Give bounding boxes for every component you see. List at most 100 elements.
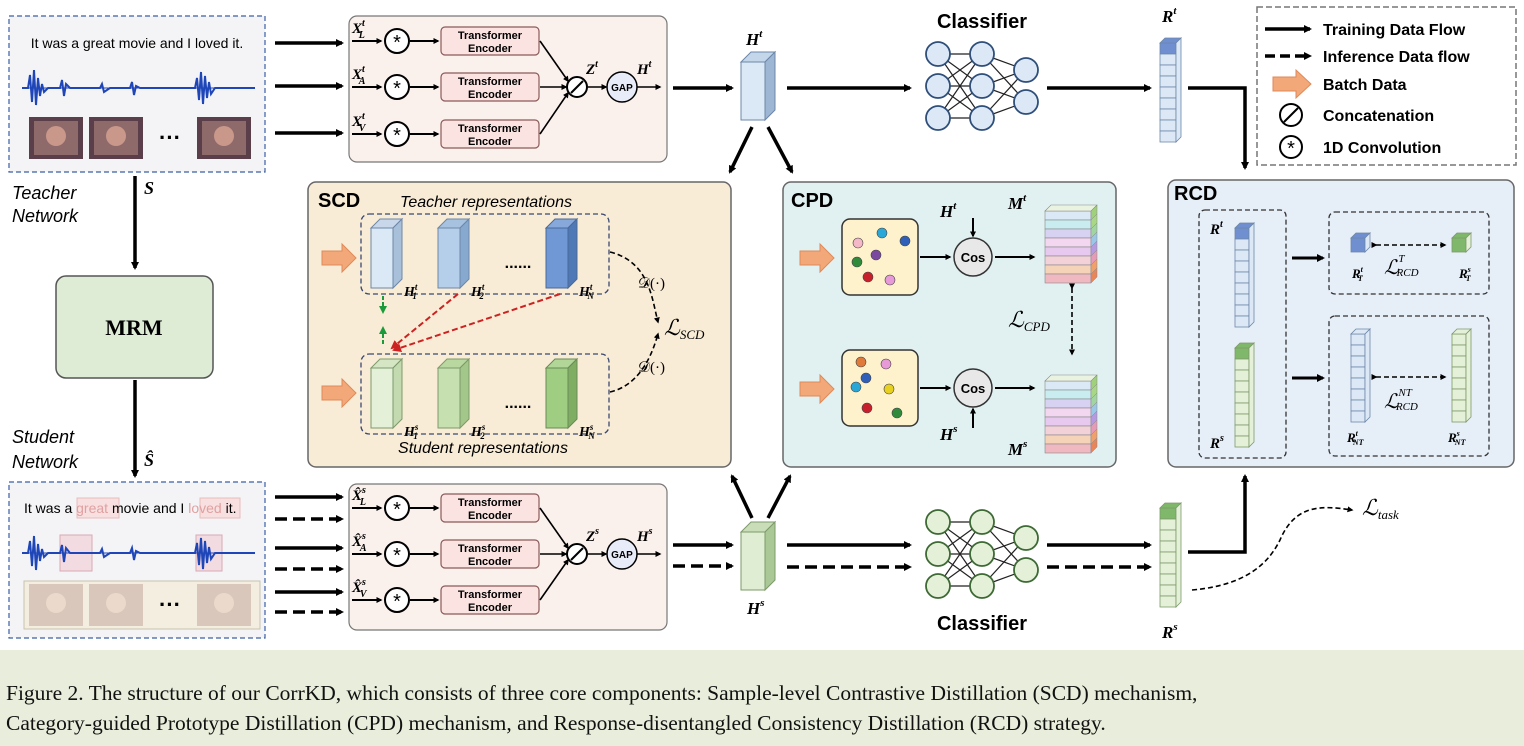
student-network-label-2: Network xyxy=(12,452,79,472)
vector-cell xyxy=(1234,249,1250,262)
z-feature-label: Zs xyxy=(585,526,599,545)
conv-icon xyxy=(384,587,410,613)
vector-cell xyxy=(1350,355,1366,368)
vector-cell xyxy=(1159,75,1177,88)
prototype-row xyxy=(1044,255,1092,266)
sample-dot xyxy=(850,381,862,393)
vector-cell xyxy=(1451,333,1467,346)
scd-negative-arrow-2 xyxy=(392,293,561,353)
vector-cell xyxy=(1159,540,1177,553)
neuron xyxy=(969,509,995,535)
scd-teacher-repr-label: Teacher representations xyxy=(400,194,572,211)
cpd-mt-label: Mt xyxy=(1007,192,1027,213)
prototype-row xyxy=(1044,246,1092,257)
vector-cell xyxy=(1234,304,1250,317)
vector-cell xyxy=(1234,424,1250,437)
prototype-row xyxy=(1044,398,1092,409)
student-network-label-1: Student xyxy=(12,427,75,447)
caption-line-1: Figure 2. The structure of our CorrKD, w… xyxy=(6,681,1198,705)
cpd-student-batch-arrow xyxy=(799,373,835,405)
scd-student-distance-arrow xyxy=(609,332,660,393)
svg-text:*: * xyxy=(393,78,401,100)
cpd-teacher-cos-node xyxy=(953,237,993,277)
vector-cell xyxy=(1451,399,1467,412)
svg-text:*: * xyxy=(393,32,401,54)
teacher-frames-ellipsis: ··· xyxy=(159,125,181,150)
vector-cell xyxy=(1350,237,1366,253)
sample-dot xyxy=(852,237,864,249)
transformer-encoder-box xyxy=(440,119,540,149)
rcd-rs-label: Rs xyxy=(1209,433,1224,452)
prototype-row xyxy=(1044,219,1092,230)
neuron xyxy=(969,573,995,599)
student-s-hat-label: Ŝ xyxy=(144,449,154,470)
neuron xyxy=(925,105,951,131)
neuron xyxy=(1013,525,1039,551)
prototype-row xyxy=(1044,210,1092,221)
sample-dot xyxy=(876,227,888,239)
vector-cell xyxy=(1159,86,1177,99)
scd-student-repr-label: Student representations xyxy=(398,440,568,457)
cpd-title: CPD xyxy=(791,190,833,212)
vector-cell xyxy=(1234,435,1250,448)
svg-text:*: * xyxy=(393,545,401,567)
representation-cube xyxy=(545,227,569,289)
representation-cube xyxy=(545,367,569,429)
vector-cell xyxy=(1451,237,1467,253)
vector-cell xyxy=(1234,358,1250,371)
prototype-row xyxy=(1044,237,1092,248)
neuron xyxy=(925,573,951,599)
prototype-row xyxy=(1044,228,1092,239)
legend: Training Data Flow Inference Data flow B… xyxy=(1256,6,1517,166)
vector-cell xyxy=(1234,315,1250,328)
transformer-encoder-box xyxy=(440,585,540,615)
task-loss-label: ℒtask xyxy=(1362,495,1399,522)
gap-label: GAP xyxy=(611,83,633,94)
svg-text:Encoder: Encoder xyxy=(468,136,513,148)
neuron xyxy=(1013,557,1039,583)
convolution-icon: * xyxy=(1279,135,1303,160)
student-input-panel: It was a great movie and I loved it. ··· xyxy=(8,481,266,639)
vector-cell xyxy=(1234,271,1250,284)
concatenation-icon xyxy=(1279,103,1303,127)
legend-inference: Inference Data flow xyxy=(1323,49,1470,66)
neuron xyxy=(925,509,951,535)
vector-cell xyxy=(1350,388,1366,401)
vector-cell xyxy=(1159,119,1177,132)
transformer-encoder-box xyxy=(440,539,540,569)
ht-to-cpd-arrow xyxy=(766,126,794,174)
teacher-classifier-network xyxy=(925,41,1039,131)
legend-batch: Batch Data xyxy=(1323,77,1407,94)
svg-text:Encoder: Encoder xyxy=(468,556,513,568)
teacher-network-label-1: Teacher xyxy=(12,183,77,203)
legend-conv: 1D Convolution xyxy=(1323,140,1441,157)
neuron xyxy=(1013,89,1039,115)
svg-text:Encoder: Encoder xyxy=(468,510,513,522)
svg-text:Encoder: Encoder xyxy=(468,602,513,614)
scd-d-op-top: 𝒟(·) xyxy=(638,276,665,292)
vector-cell xyxy=(1350,377,1366,390)
scd-teacher-ellipsis: ...... xyxy=(505,255,532,272)
prototype-row xyxy=(1044,273,1092,284)
sample-dot xyxy=(880,358,892,370)
prototype-row xyxy=(1044,443,1092,454)
architecture-diagram: It was a great movie and I loved it. ···… xyxy=(8,5,1517,642)
sample-dot xyxy=(870,249,882,261)
teacher-network-label-2: Network xyxy=(12,206,79,226)
neuron xyxy=(1013,57,1039,83)
vector-cell xyxy=(1451,344,1467,357)
representation-cube xyxy=(370,227,394,289)
vector-cell xyxy=(1350,410,1366,423)
vector-cell xyxy=(1159,595,1177,608)
teacher-response-vector xyxy=(1159,37,1182,143)
vector-cell xyxy=(1234,413,1250,426)
conv-icon xyxy=(384,28,410,54)
scd-teacher-distance-arrow xyxy=(609,251,660,324)
rs-label: Rs xyxy=(1161,621,1178,642)
neuron xyxy=(925,41,951,67)
conv-icon xyxy=(384,74,410,100)
vector-cell xyxy=(1159,53,1177,66)
